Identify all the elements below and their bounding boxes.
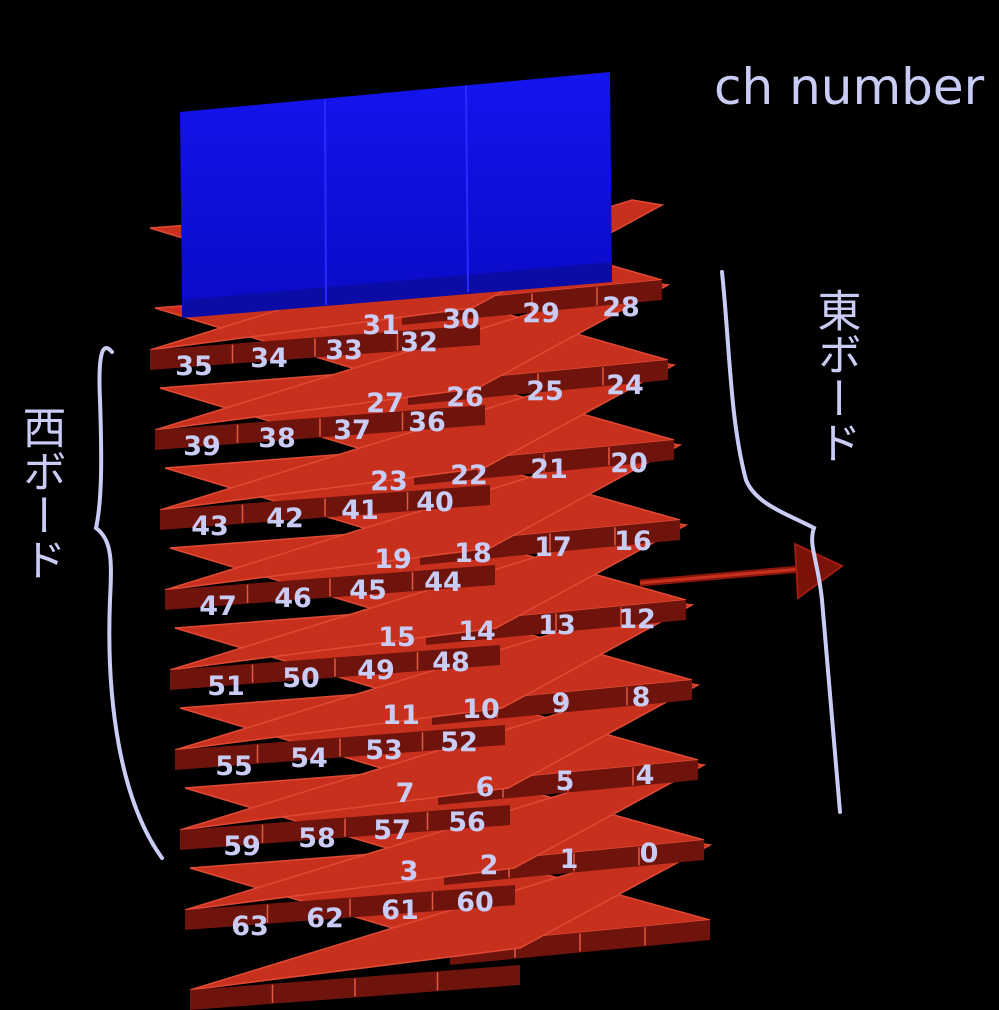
channel-number-west: 37 bbox=[333, 415, 371, 446]
channel-number-east: 5 bbox=[556, 766, 575, 797]
channel-number-east: 2 bbox=[480, 850, 499, 881]
west-board-label: 西ボード bbox=[15, 405, 66, 581]
channel-number-west: 43 bbox=[191, 511, 229, 542]
channel-number-east: 25 bbox=[526, 376, 564, 407]
channel-number-west: 46 bbox=[274, 583, 312, 614]
channel-number-west: 49 bbox=[357, 655, 395, 686]
channel-number-west: 56 bbox=[448, 807, 486, 838]
channel-number-west: 32 bbox=[400, 327, 438, 358]
channel-number-west: 51 bbox=[207, 671, 245, 702]
channel-number-east: 14 bbox=[458, 616, 496, 647]
channel-number-east: 15 bbox=[378, 622, 416, 653]
channel-number-west: 40 bbox=[416, 487, 454, 518]
channel-number-west: 60 bbox=[456, 887, 494, 918]
channel-number-west: 39 bbox=[183, 431, 221, 462]
channel-number-west: 54 bbox=[290, 743, 328, 774]
channel-number-east: 12 bbox=[618, 604, 656, 635]
channel-number-east: 6 bbox=[476, 772, 495, 803]
channel-number-west: 42 bbox=[266, 503, 304, 534]
channel-number-east: 0 bbox=[640, 838, 659, 869]
channel-number-east: 8 bbox=[632, 682, 651, 713]
channel-number-east: 9 bbox=[552, 688, 571, 719]
channel-number-east: 24 bbox=[606, 370, 644, 401]
channel-number-west: 63 bbox=[231, 911, 269, 942]
channel-number-east: 29 bbox=[522, 298, 560, 329]
channel-number-east: 23 bbox=[370, 466, 408, 497]
channel-number-east: 17 bbox=[534, 532, 572, 563]
page-title: ch number bbox=[714, 58, 985, 116]
channel-number-east: 31 bbox=[362, 310, 400, 341]
channel-number-west: 45 bbox=[349, 575, 387, 606]
channel-number-east: 22 bbox=[450, 460, 488, 491]
channel-number-west: 47 bbox=[199, 591, 237, 622]
blue-block bbox=[180, 72, 612, 318]
channel-number-east: 16 bbox=[614, 526, 652, 557]
channel-number-east: 28 bbox=[602, 292, 640, 323]
channel-number-east: 27 bbox=[366, 388, 404, 419]
channel-number-west: 38 bbox=[258, 423, 296, 454]
scintillator-layer-stack bbox=[149, 199, 713, 1010]
channel-number-west: 62 bbox=[306, 903, 344, 934]
channel-number-east: 10 bbox=[462, 694, 500, 725]
channel-number-west: 50 bbox=[282, 663, 320, 694]
channel-number-east: 1 bbox=[560, 844, 579, 875]
channel-number-east: 3 bbox=[400, 856, 419, 887]
west-bracket bbox=[93, 346, 164, 860]
channel-number-east: 7 bbox=[396, 778, 415, 809]
channel-number-east: 30 bbox=[442, 304, 480, 335]
channel-number-east: 26 bbox=[446, 382, 484, 413]
channel-number-west: 35 bbox=[175, 351, 213, 382]
channel-number-west: 36 bbox=[408, 407, 446, 438]
channel-number-east: 4 bbox=[636, 760, 655, 791]
channel-number-west: 57 bbox=[373, 815, 411, 846]
channel-number-east: 21 bbox=[530, 454, 568, 485]
channel-number-west: 53 bbox=[365, 735, 403, 766]
channel-number-east: 11 bbox=[382, 700, 420, 731]
channel-number-west: 61 bbox=[381, 895, 419, 926]
channel-number-west: 34 bbox=[250, 343, 288, 374]
channel-number-east: 18 bbox=[454, 538, 492, 569]
channel-number-west: 55 bbox=[215, 751, 253, 782]
channel-number-west: 44 bbox=[424, 567, 462, 598]
east-board-label: 東ボード bbox=[810, 288, 861, 464]
channel-number-east: 13 bbox=[538, 610, 576, 641]
channel-number-west: 59 bbox=[223, 831, 261, 862]
channel-number-west: 48 bbox=[432, 647, 470, 678]
channel-number-west: 52 bbox=[440, 727, 478, 758]
channel-number-west: 33 bbox=[325, 335, 363, 366]
channel-number-west: 58 bbox=[298, 823, 336, 854]
channel-number-east: 20 bbox=[610, 448, 648, 479]
east-bracket bbox=[720, 270, 842, 814]
channel-number-west: 41 bbox=[341, 495, 379, 526]
channel-number-east: 19 bbox=[374, 544, 412, 575]
